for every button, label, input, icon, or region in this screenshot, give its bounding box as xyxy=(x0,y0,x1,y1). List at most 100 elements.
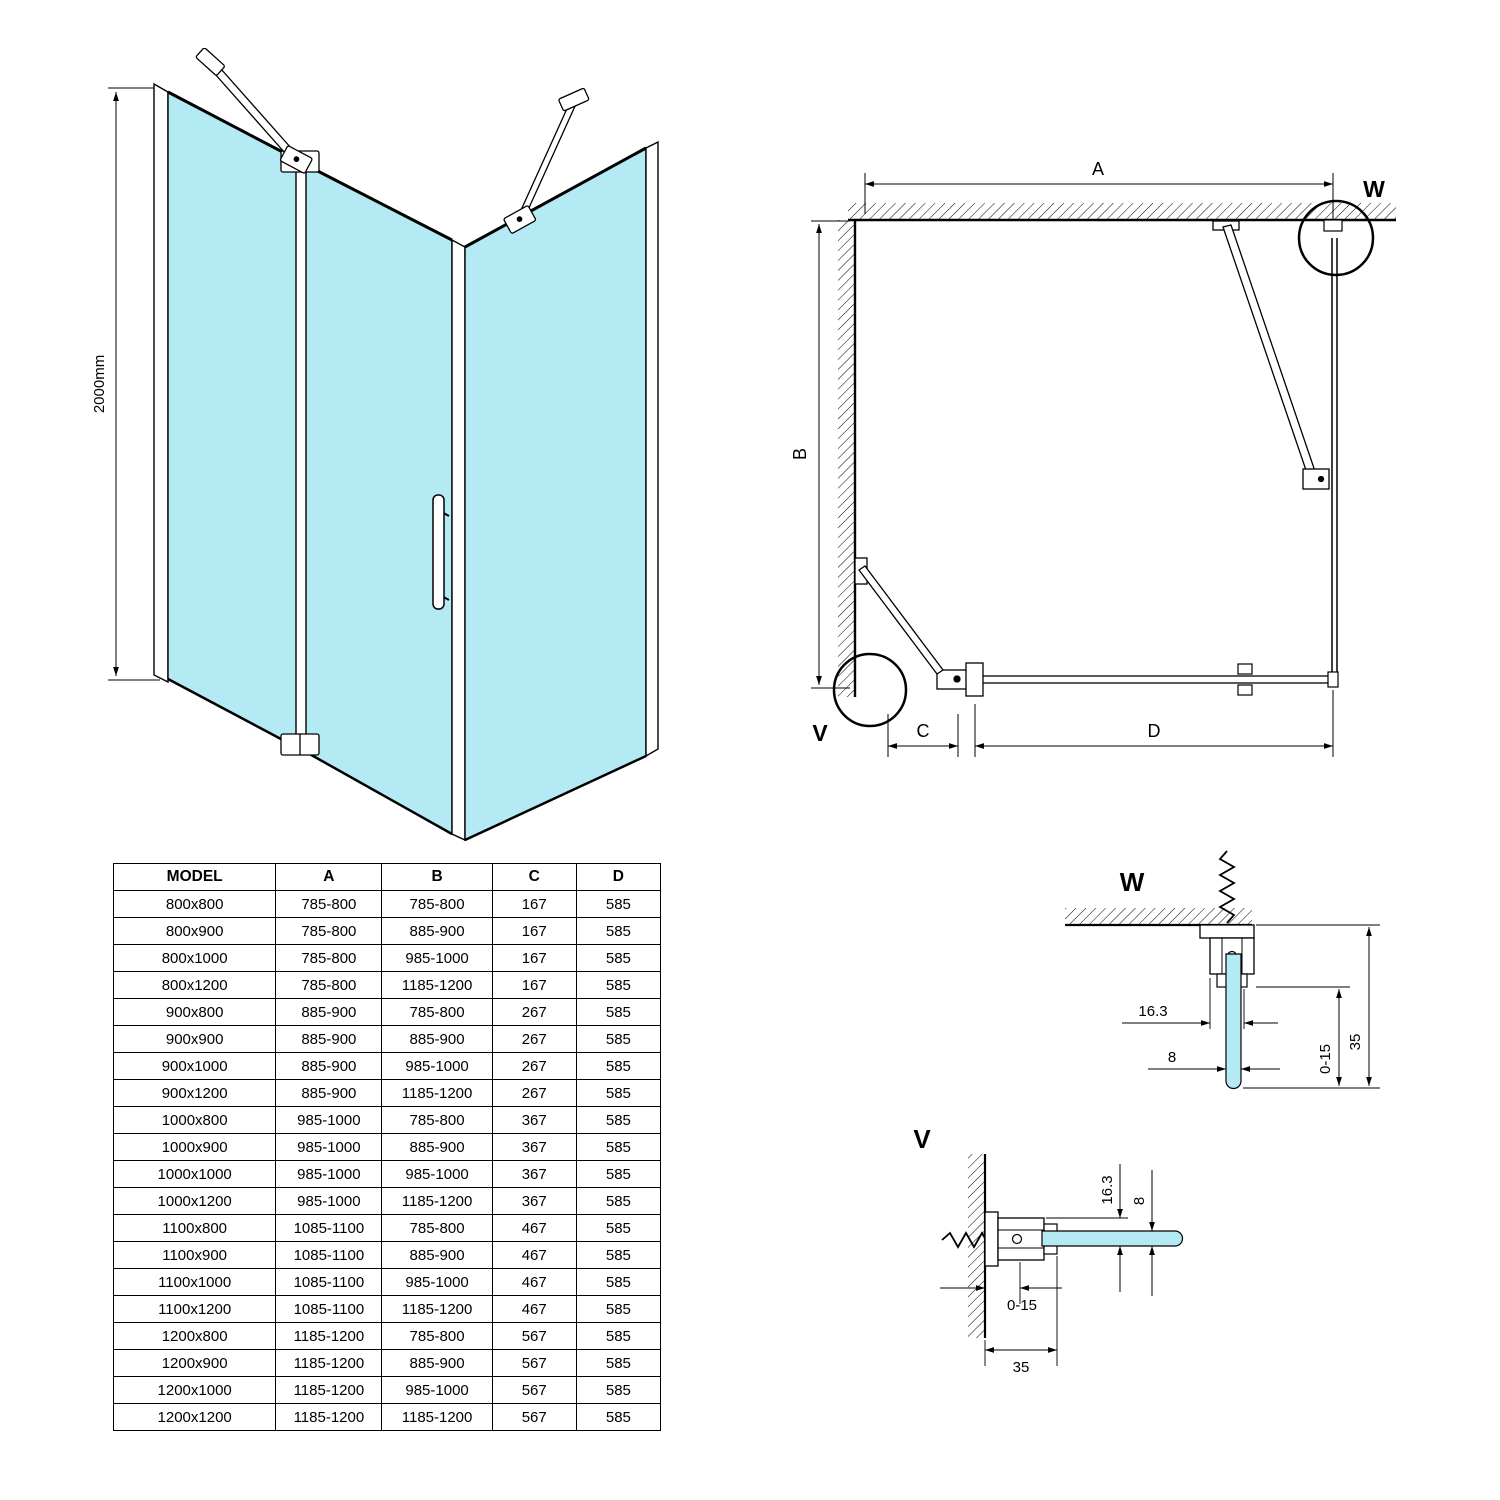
table-cell: 1100x900 xyxy=(112,1241,277,1269)
table-cell: 785-800 xyxy=(275,944,383,972)
table-cell: 467 xyxy=(491,1241,577,1269)
dim-total xyxy=(984,1256,1058,1366)
door-plan xyxy=(973,663,1339,696)
dim-profile-width-label: 16.3 xyxy=(1138,1003,1167,1020)
dimension-d xyxy=(974,690,1334,757)
shower-enclosure xyxy=(153,82,659,842)
height-dimension xyxy=(108,87,160,681)
table-cell: 885-900 xyxy=(381,917,493,945)
table-cell: 885-900 xyxy=(275,1025,383,1053)
dim-profile-width xyxy=(1122,978,1278,1029)
table-cell: 585 xyxy=(575,890,662,918)
table-cell: 900x1000 xyxy=(112,1052,277,1080)
wall xyxy=(968,1154,987,1338)
table-cell: 985-1000 xyxy=(381,1052,493,1080)
table-cell: 1100x800 xyxy=(112,1214,277,1242)
wall-profile xyxy=(984,1211,1058,1267)
table-cell: 900x1200 xyxy=(112,1079,277,1107)
height-dimension-label: 2000mm xyxy=(91,355,108,413)
table-cell: 785-800 xyxy=(381,1214,493,1242)
table-cell: 1200x1000 xyxy=(112,1376,277,1404)
side-panel-plan xyxy=(1323,219,1343,678)
table-cell: 585 xyxy=(575,971,662,999)
table-cell: 785-800 xyxy=(381,998,493,1026)
wall-profile-right xyxy=(645,140,659,758)
table-cell: 585 xyxy=(575,1349,662,1377)
threaded-rod-icon xyxy=(1218,850,1236,924)
table-cell: 1200x800 xyxy=(112,1322,277,1350)
table-cell: 985-1000 xyxy=(381,1376,493,1404)
table-cell: 1185-1200 xyxy=(381,971,493,999)
table-cell: 900x800 xyxy=(112,998,277,1026)
table-cell: 800x900 xyxy=(112,917,277,945)
table-cell: 585 xyxy=(575,1322,662,1350)
table-cell: 1185-1200 xyxy=(275,1376,383,1404)
dim-total-label: 35 xyxy=(1013,1359,1030,1376)
table-header-cell: D xyxy=(575,863,662,891)
table-cell: 1085-1100 xyxy=(275,1241,383,1269)
table-cell: 167 xyxy=(491,917,577,945)
table-cell: 1085-1100 xyxy=(275,1295,383,1323)
table-cell: 585 xyxy=(575,917,662,945)
table-cell: 467 xyxy=(491,1295,577,1323)
top-frame-edges xyxy=(167,90,647,249)
door-handle-plan xyxy=(1237,663,1253,675)
table-cell: 167 xyxy=(491,971,577,999)
table-cell: 785-800 xyxy=(275,890,383,918)
perspective-view: 2000mm xyxy=(91,48,659,842)
table-cell: 585 xyxy=(575,1241,662,1269)
table-cell: 800x1000 xyxy=(112,944,277,972)
door-handle xyxy=(432,494,450,610)
table-cell: 1185-1200 xyxy=(381,1403,493,1431)
hinge-bottom xyxy=(280,733,320,756)
table-cell: 985-1000 xyxy=(381,944,493,972)
table-cell: 885-900 xyxy=(381,1241,493,1269)
wall-profile-left xyxy=(153,82,169,684)
table-cell: 885-900 xyxy=(275,1079,383,1107)
table-cell: 800x1200 xyxy=(112,971,277,999)
dim-glass-thickness-label: 8 xyxy=(1131,1197,1148,1205)
ceiling xyxy=(1065,908,1252,927)
dimension-a xyxy=(864,173,1334,226)
table-header-cell: C xyxy=(491,863,577,891)
dim-adjustment-label: 0-15 xyxy=(1007,1297,1037,1314)
detail-w-title: W xyxy=(1120,867,1145,897)
table-cell: 367 xyxy=(491,1187,577,1215)
table-cell: 267 xyxy=(491,998,577,1026)
table-cell: 585 xyxy=(575,1403,662,1431)
table-cell: 885-900 xyxy=(275,998,383,1026)
table-cell: 167 xyxy=(491,944,577,972)
dim-adjustment xyxy=(940,1262,1062,1304)
table-cell: 1000x1000 xyxy=(112,1160,277,1188)
table-cell: 885-900 xyxy=(381,1349,493,1377)
table-cell: 585 xyxy=(575,1106,662,1134)
table-cell: 985-1000 xyxy=(381,1268,493,1296)
table-cell: 885-900 xyxy=(381,1025,493,1053)
table-cell: 985-1000 xyxy=(275,1160,383,1188)
table-cell: 585 xyxy=(575,1133,662,1161)
side-glass-panel xyxy=(464,146,647,842)
table-cell: 1185-1200 xyxy=(381,1079,493,1107)
detail-circle-v-label: V xyxy=(812,720,828,746)
glass-section xyxy=(1041,1230,1184,1247)
table-cell: 1200x1200 xyxy=(112,1403,277,1431)
table-cell: 1000x900 xyxy=(112,1133,277,1161)
table-cell: 467 xyxy=(491,1214,577,1242)
support-bar-right xyxy=(503,87,590,234)
table-cell: 367 xyxy=(491,1160,577,1188)
detail-circle-w-label: W xyxy=(1363,176,1385,202)
